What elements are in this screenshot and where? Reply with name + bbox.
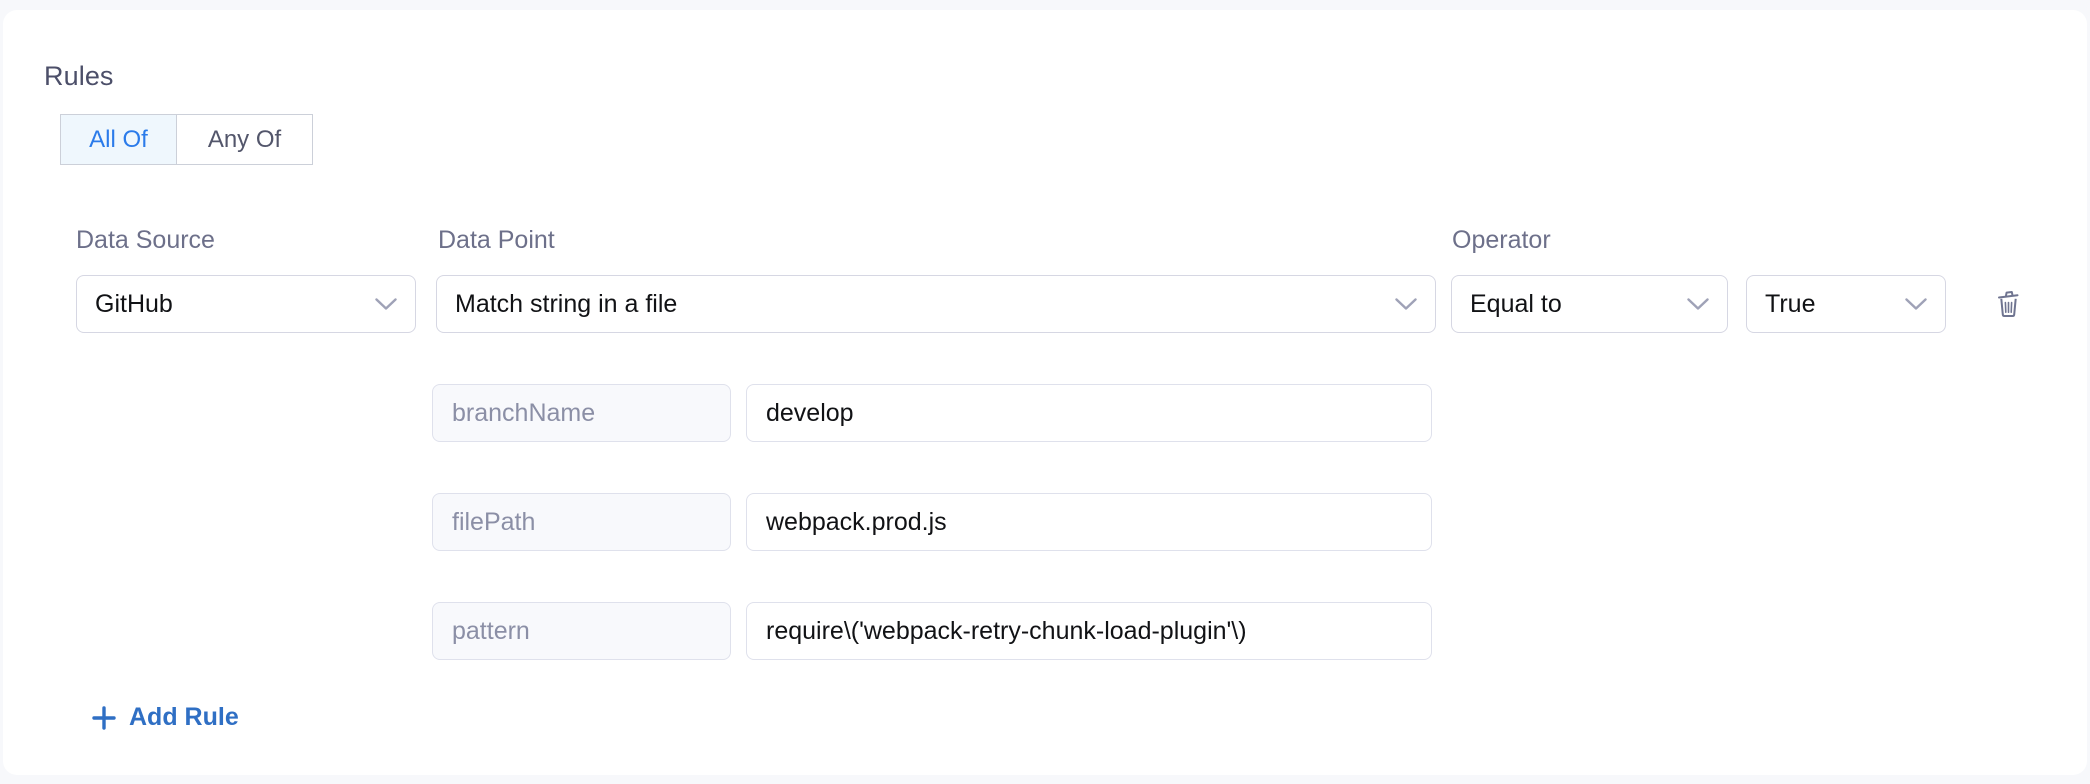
parameter-row: filePath webpack.prod.js [432,493,1432,551]
parameter-row: pattern require\('webpack-retry-chunk-lo… [432,602,1432,660]
data-source-value: GitHub [95,289,173,318]
data-point-value: Match string in a file [455,289,678,318]
operator-label: Operator [1452,226,1551,254]
operator-select[interactable]: Equal to [1451,275,1728,333]
add-rule-label: Add Rule [129,703,239,731]
chevron-down-icon [1679,297,1717,311]
data-source-select[interactable]: GitHub [76,275,416,333]
trash-icon [1992,287,2024,324]
plus-icon [91,705,117,731]
operator-value: Equal to [1470,289,1562,318]
parameter-key-field[interactable]: branchName [432,384,731,442]
boolean-value: True [1765,289,1816,318]
parameter-value-field[interactable]: develop [746,384,1432,442]
match-mode-any-of[interactable]: Any Of [176,114,313,165]
parameter-key-field[interactable]: pattern [432,602,731,660]
data-point-label: Data Point [438,226,555,254]
chevron-down-icon [1897,297,1935,311]
delete-rule-button[interactable] [1986,283,2030,327]
parameter-row: branchName develop [432,384,1432,442]
page-title: Rules [44,61,114,91]
chevron-down-icon [1387,297,1425,311]
parameter-value-field[interactable]: webpack.prod.js [746,493,1432,551]
chevron-down-icon [367,297,405,311]
data-point-select[interactable]: Match string in a file [436,275,1436,333]
match-mode-toggle-group: All Of Any Of [60,114,313,165]
match-mode-all-of[interactable]: All Of [60,114,176,165]
data-source-label: Data Source [76,226,215,254]
add-rule-button[interactable]: Add Rule [91,703,239,732]
parameter-value-field[interactable]: require\('webpack-retry-chunk-load-plugi… [746,602,1432,660]
rules-card: Rules All Of Any Of Data Source Data Poi… [3,10,2087,775]
boolean-value-select[interactable]: True [1746,275,1946,333]
parameter-key-field[interactable]: filePath [432,493,731,551]
